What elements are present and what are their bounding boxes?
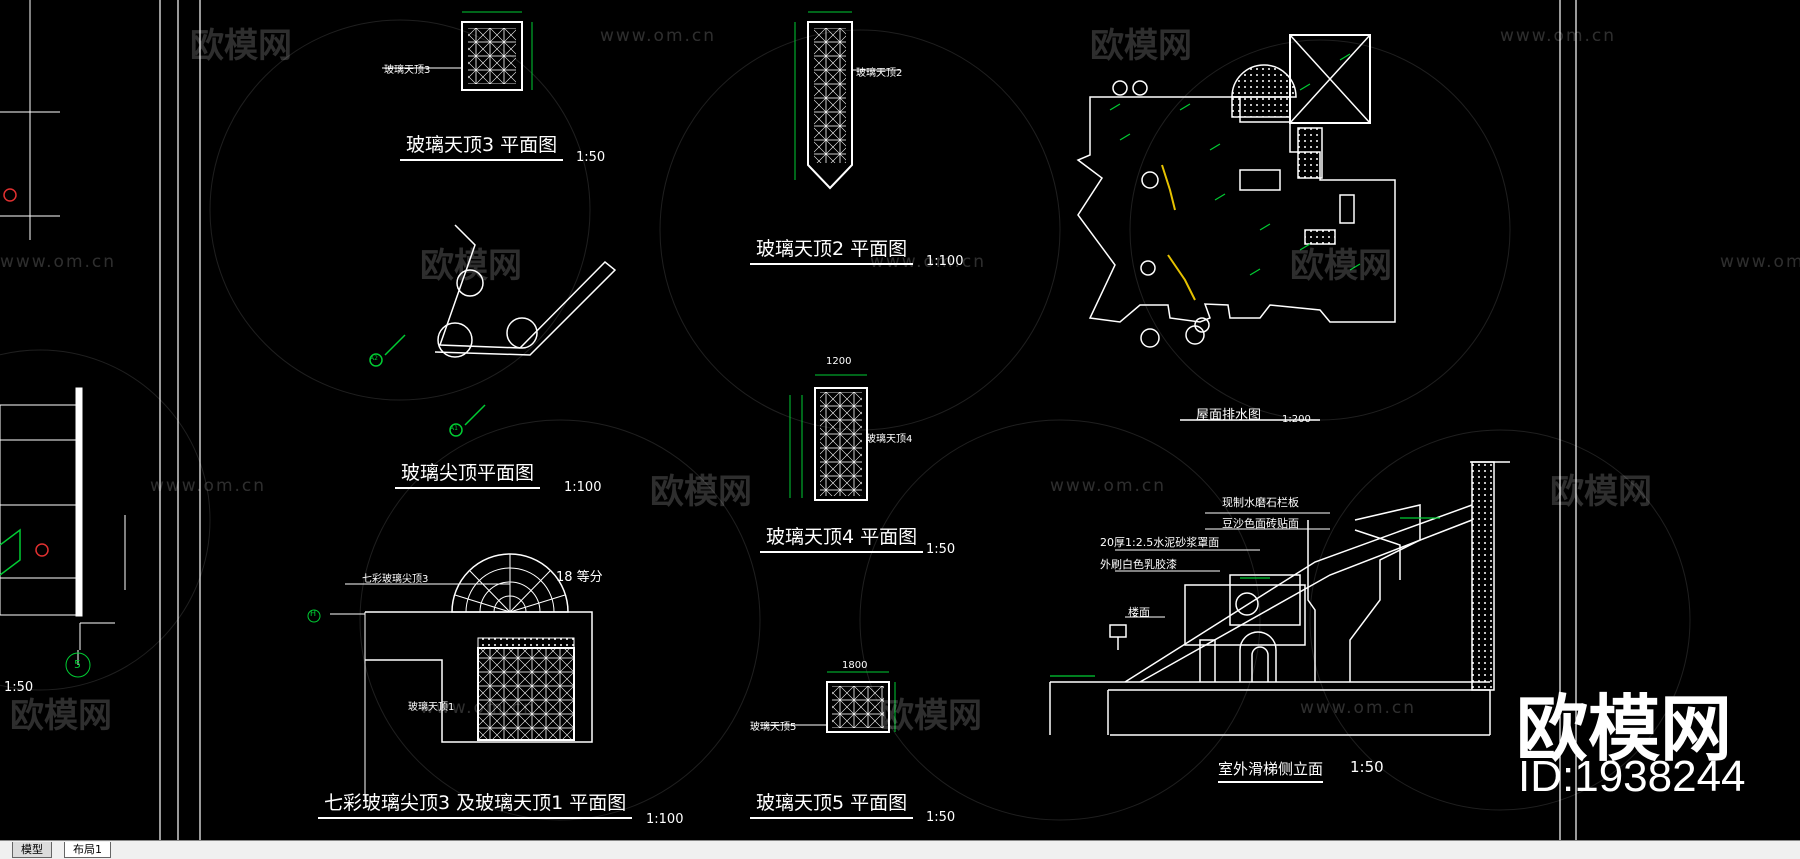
watermark-logo: 欧模网	[1290, 246, 1392, 286]
left-section-drawing	[0, 0, 126, 678]
glass-roof-2-label: 玻璃天顶2	[856, 68, 903, 79]
watermark-url: www.om.cn	[1500, 26, 1617, 46]
slide-title: 室外滑梯侧立面	[1218, 758, 1324, 783]
glass-roof-5-scale: 1:50	[926, 810, 956, 825]
slide-accents	[1050, 517, 1440, 677]
glass-roof-5-label: 玻璃天顶5	[750, 722, 797, 733]
watermark-url: www.om.cn	[1300, 698, 1417, 718]
brand-logo-text: 欧模网	[1516, 690, 1733, 770]
model-id-text: ID:1938244	[1518, 752, 1746, 801]
glass-roof-4-title: 玻璃天顶4 平面图	[760, 522, 924, 553]
cad-drawing-canvas[interactable]	[0, 0, 1800, 840]
axis-h-label: H	[310, 609, 317, 618]
watermark-url: www.om.cn	[600, 26, 717, 46]
glass-roof-4-plan	[789, 374, 868, 501]
watermark-url: www.om.cn	[420, 698, 537, 718]
slide-note-3: 20厚1:2.5水泥砂浆罩面	[1100, 536, 1220, 549]
watermark-url: www.om.cn	[870, 252, 987, 272]
glass-peak-scale: 1:100	[564, 480, 602, 495]
watermark-logo: 欧模网	[190, 26, 292, 66]
dim-1200: 1200	[826, 356, 852, 367]
slide-elevation	[1049, 461, 1510, 736]
slide-note-2: 豆沙色面砖贴面	[1222, 517, 1299, 530]
axis-5-label: 5	[74, 658, 81, 671]
left-scale: 1:50	[4, 680, 34, 695]
watermark-logo: 欧模网	[1550, 472, 1652, 512]
layout-tab-bar: 模型 布局1	[0, 840, 1800, 859]
glass-roof-2-title: 玻璃天顶2 平面图	[750, 234, 914, 265]
watermark-logo: 欧模网	[10, 696, 112, 736]
watermark-logo: 欧模网	[880, 696, 982, 736]
drainage-arrows	[1109, 53, 1361, 276]
watermark-url: www.om.cn	[1720, 252, 1800, 272]
color-peak-scale: 1:100	[646, 812, 684, 827]
frame-lines	[159, 0, 1577, 840]
axis-a2-label: A2	[370, 355, 378, 362]
glass-roof-4-label: 玻璃天顶4	[866, 434, 913, 445]
roof-drainage-plan	[1076, 34, 1396, 421]
watermark-logo: 欧模网	[420, 246, 522, 286]
drainage-yellow-slopes	[1161, 164, 1196, 301]
divisions-label: 18 等分	[556, 570, 603, 585]
slide-leader-lines	[1115, 512, 1330, 618]
slide-note-4: 外刷白色乳胶漆	[1100, 558, 1177, 571]
watermark-logo: 欧模网	[650, 472, 752, 512]
glass-roof-3-plan	[382, 11, 533, 91]
glass-roof-2-plan	[794, 11, 900, 190]
tab-model[interactable]: 模型	[12, 842, 52, 858]
roof-drainage-title: 屋面排水图	[1196, 408, 1262, 423]
glass-roof-3-title: 玻璃天顶3 平面图	[400, 130, 564, 161]
glass-roof-1-label: 玻璃天顶1	[408, 702, 455, 713]
glass-roof-3-label: 玻璃天顶3	[384, 65, 431, 76]
color-peak-plan	[307, 553, 593, 800]
slide-note-1: 现制水磨石栏板	[1222, 496, 1299, 509]
left-stair-accent	[0, 188, 49, 576]
roof-drainage-scale: 1:200	[1282, 414, 1311, 425]
glass-roof-4-scale: 1:50	[926, 542, 956, 557]
glass-roof-3-scale: 1:50	[576, 150, 606, 165]
glass-roof-2-scale: 1:100	[926, 254, 964, 269]
axis-a1-label: A1	[450, 425, 458, 432]
tab-layout1[interactable]: 布局1	[64, 842, 111, 858]
dim-1800: 1800	[842, 660, 868, 671]
watermark-url: www.om.cn	[150, 476, 267, 496]
watermark-url: www.om.cn	[0, 252, 117, 272]
watermark-url: www.om.cn	[1050, 476, 1167, 496]
slide-scale: 1:50	[1350, 758, 1384, 776]
color-peak-title: 七彩玻璃尖顶3 及玻璃天顶1 平面图	[318, 788, 633, 819]
watermark-circles	[0, 19, 1691, 821]
watermark-logo: 欧模网	[1090, 26, 1192, 66]
slide-note-5: 楼面	[1128, 606, 1150, 619]
glass-roof-5-plan	[760, 671, 896, 733]
glass-roof-5-title: 玻璃天顶5 平面图	[750, 788, 914, 819]
glass-peak-plan	[369, 224, 617, 437]
glass-peak-title: 玻璃尖顶平面图	[395, 458, 541, 489]
color-peak-label: 七彩玻璃尖顶3	[362, 574, 429, 585]
